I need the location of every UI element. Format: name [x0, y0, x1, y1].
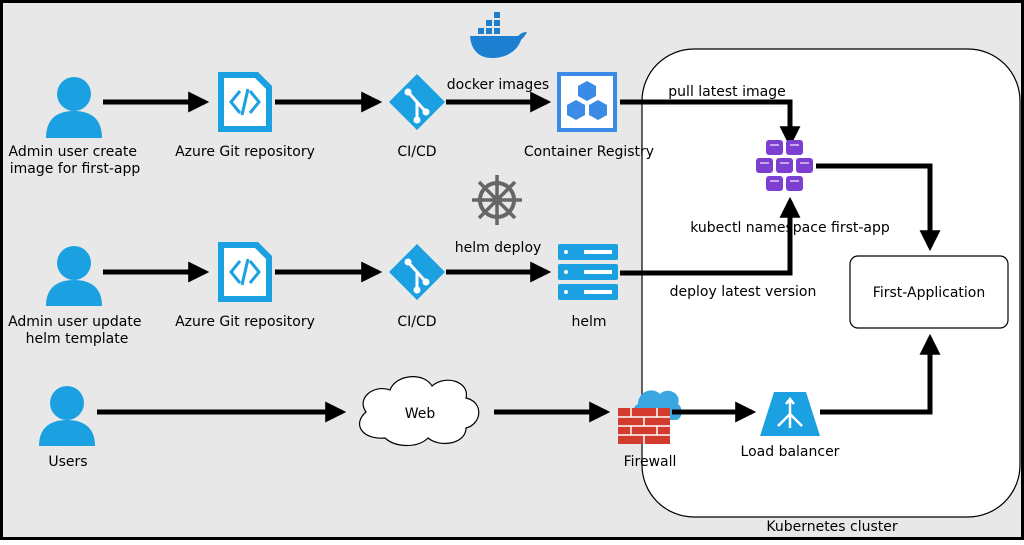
kubernetes-pods-icon: [756, 140, 813, 191]
cicd-2-label: CI/CD: [397, 314, 436, 330]
git-repo-2-label: Azure Git repository: [175, 314, 315, 330]
helm-server-icon: [558, 244, 618, 300]
docker-images-label: docker images: [447, 77, 549, 93]
arrow-kubectl-to-first-app: [816, 163, 941, 252]
first-application-box: [849, 255, 1009, 329]
load-balancer-icon: [760, 392, 820, 436]
deploy-latest-version-label: deploy latest version: [670, 284, 817, 300]
helm-label: helm: [571, 314, 606, 330]
user-icon: [39, 386, 95, 446]
firewall-label: Firewall: [624, 454, 677, 470]
web-label: Web: [405, 406, 436, 422]
first-application-label: First-Application: [873, 285, 985, 301]
arrow-load-balancer-to-first-app: [820, 333, 941, 415]
docker-whale-icon: [470, 12, 527, 58]
helm-deploy-label: helm deploy: [455, 240, 542, 256]
pull-latest-image-label: pull latest image: [668, 84, 785, 100]
cicd-icon: [389, 74, 445, 130]
arrow-registry-to-kubectl: [620, 99, 801, 148]
git-repo-icon: [218, 242, 272, 302]
cloud-icon: [359, 376, 480, 447]
git-repo-icon: [218, 72, 272, 132]
arrow-helm-to-kubectl: [620, 196, 801, 276]
container-registry-label: Container Registry: [524, 144, 654, 160]
cicd-icon: [389, 244, 445, 300]
admin-user-create-label: Admin user create image for first-app: [9, 144, 142, 177]
admin-user-update-label: Admin user update helm template: [8, 314, 146, 347]
firewall-icon: [618, 390, 682, 444]
cicd-1-label: CI/CD: [397, 144, 436, 160]
container-registry-icon: [557, 72, 617, 132]
users-label: Users: [48, 454, 87, 470]
git-repo-1-label: Azure Git repository: [175, 144, 315, 160]
kubernetes-cluster-label: Kubernetes cluster: [766, 519, 898, 535]
user-icon: [46, 246, 102, 306]
load-balancer-label: Load balancer: [741, 444, 840, 460]
helm-wheel-icon: [472, 175, 522, 225]
user-icon: [46, 77, 102, 138]
